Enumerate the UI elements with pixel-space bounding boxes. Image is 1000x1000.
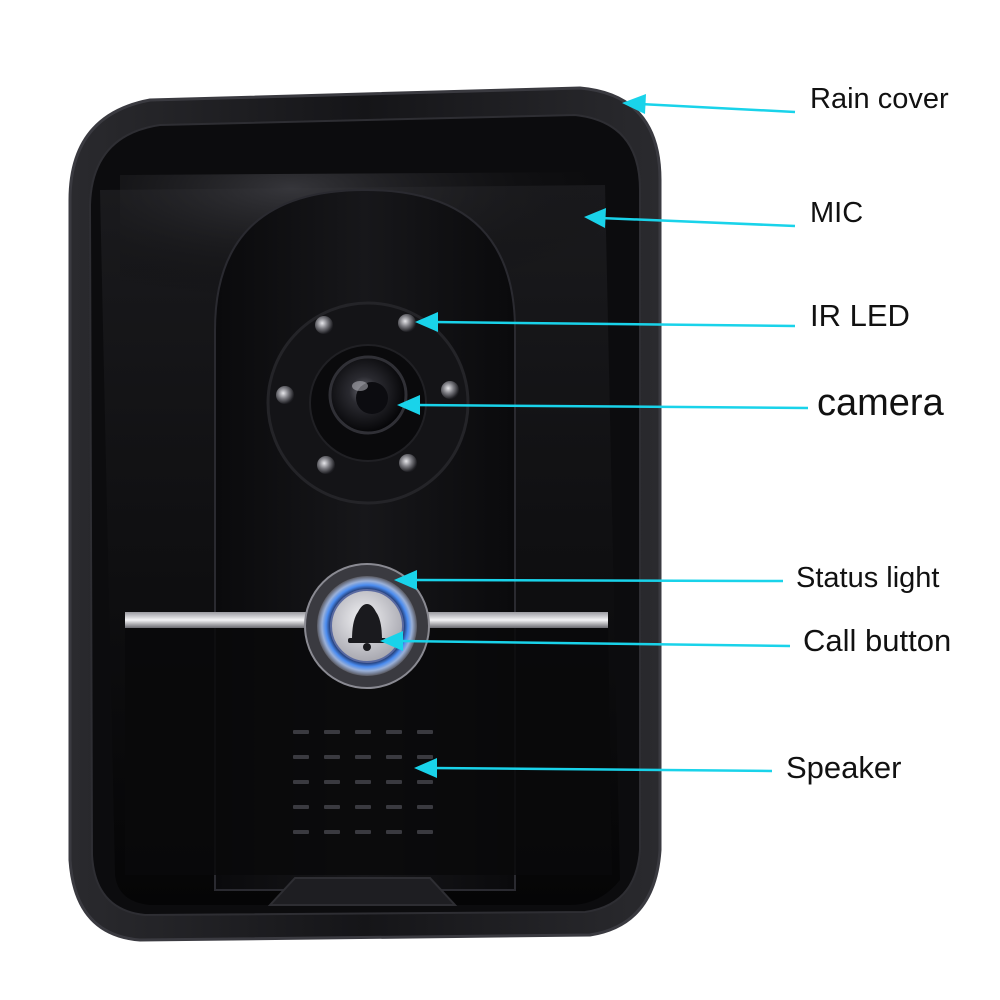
camera-lens [328,355,408,435]
callout-arrow-mic [584,208,796,228]
label-status-light: Status light [796,562,940,594]
label-rain-cover: Rain cover [810,83,949,115]
front-lower-plate [125,620,612,875]
bottom-notch [267,877,458,906]
ir-led [441,381,459,399]
ir-led [399,454,417,472]
callout-arrow-speaker [414,758,773,778]
label-mic: MIC [810,197,864,229]
label-speaker: Speaker [786,750,902,785]
speaker-grille [293,730,433,834]
callout-arrow-ir-led [415,312,796,332]
ir-led [315,316,333,334]
bell-icon [348,604,386,651]
call-button [304,563,430,689]
callout-arrows [380,94,809,778]
ir-led [276,386,294,404]
body-top-highlight [120,172,610,330]
label-call-button: Call button [803,623,952,658]
callout-arrow-rain-cover [622,94,796,114]
callout-arrow-camera [397,395,809,415]
ir-led [317,456,335,474]
callout-arrow-status-light [394,570,784,590]
ir-led [398,314,416,332]
label-ir-led: IR LED [810,298,910,333]
label-camera: camera [817,382,944,424]
ir-led-array [276,314,459,474]
callout-arrow-call-button [380,631,791,651]
